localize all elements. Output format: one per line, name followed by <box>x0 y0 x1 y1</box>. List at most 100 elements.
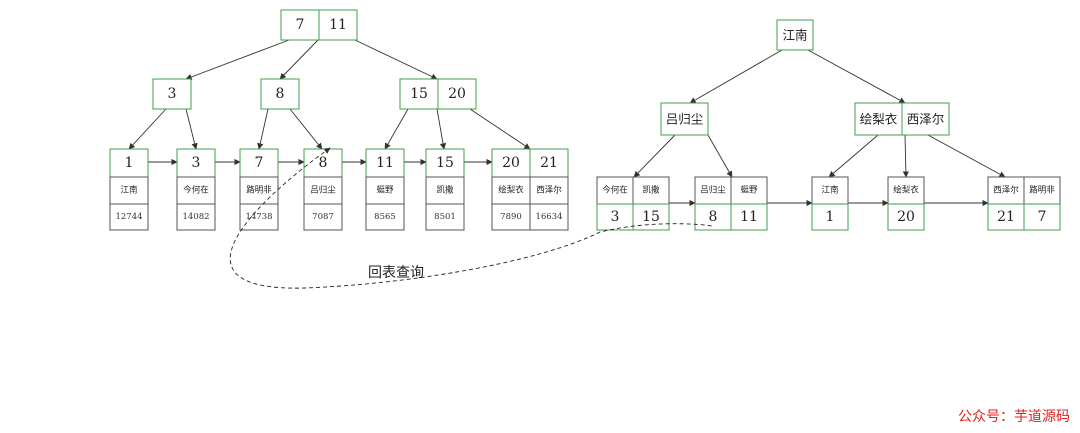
tree-nodes: 7 11 3 8 15 20 1 江南 12744 3 今何在 14082 7 路明非 14738 8 吕归尘 7… <box>109 9 1061 231</box>
secondary-leaf-name-cell <box>632 176 670 205</box>
clustered-leaf-value-cell <box>303 203 343 231</box>
secondary-root-key: 江南 <box>782 28 807 43</box>
clustered-leaf-value-cell <box>365 203 405 231</box>
secondary-internal-key: 西泽尔 <box>907 112 945 127</box>
clustered-leaf-name: 西泽尔 <box>536 185 562 196</box>
clustered-leaf-name: 路明非 <box>246 185 272 196</box>
clustered-internal-key: 3 <box>168 86 177 102</box>
clustered-leaf-name-cell <box>365 176 405 205</box>
edge <box>927 134 1006 178</box>
secondary-leaf-name: 今何在 <box>602 185 628 196</box>
secondary-leaf-name: 吕归尘 <box>700 185 726 196</box>
secondary-leaf-id-cell <box>730 203 768 231</box>
secondary-leaf-id-cell <box>887 203 925 231</box>
clustered-internal-cell <box>399 78 439 110</box>
clustered-leaf-name-cell <box>491 176 531 205</box>
edge <box>257 108 269 150</box>
clustered-internal-key: 15 <box>410 86 428 102</box>
edge <box>384 108 409 150</box>
clustered-internal-key: 20 <box>448 86 466 102</box>
lookup-label: 回表查询 <box>368 265 424 281</box>
edge <box>469 108 531 150</box>
secondary-leaf-id: 11 <box>740 209 758 225</box>
secondary-leaf-name: 凯撒 <box>642 185 660 196</box>
lookup-dashed-curve <box>229 147 713 289</box>
edge <box>185 108 198 150</box>
secondary-leaf-id: 7 <box>1038 209 1047 225</box>
secondary-leaf-id: 15 <box>642 209 660 225</box>
clustered-leaf-value: 8501 <box>434 212 456 222</box>
edge <box>807 49 906 104</box>
clustered-leaf-key: 15 <box>436 155 454 171</box>
secondary-leaf-name: 蜓野 <box>740 185 758 196</box>
secondary-leaf-name-cell <box>887 176 925 205</box>
clustered-leaf-value-cell <box>529 203 569 231</box>
clustered-leaf-value: 16634 <box>535 212 562 222</box>
secondary-leaf-id: 1 <box>826 209 835 225</box>
clustered-leaf-key: 1 <box>125 155 134 171</box>
clustered-internal-cell <box>437 78 477 110</box>
clustered-leaf-name: 凯撒 <box>436 185 454 196</box>
clustered-leaf-key-cell <box>529 148 569 178</box>
clustered-root-cell <box>318 9 358 41</box>
clustered-leaf-key: 3 <box>192 155 201 171</box>
edge <box>279 39 319 80</box>
clustered-leaf-name: 今何在 <box>183 185 209 196</box>
secondary-internal-key: 吕归尘 <box>666 112 704 127</box>
edge <box>633 134 676 178</box>
clustered-internal-cell <box>152 78 192 110</box>
clustered-leaf-value: 8565 <box>374 212 396 222</box>
edge <box>707 134 733 178</box>
secondary-internal-cell <box>660 102 709 136</box>
clustered-leaf-key: 11 <box>376 155 394 171</box>
clustered-leaf-key-cell <box>365 148 405 178</box>
clustered-leaf-value-cell <box>176 203 216 231</box>
clustered-leaf-key: 20 <box>502 155 520 171</box>
secondary-leaf-id: 8 <box>709 209 718 225</box>
clustered-leaf-key-cell <box>239 148 279 178</box>
clustered-leaf-name: 绘梨衣 <box>498 185 524 196</box>
secondary-internal-key: 绘梨衣 <box>860 112 898 127</box>
clustered-leaf-value: 14738 <box>245 212 272 222</box>
clustered-leaf-name-cell <box>109 176 149 205</box>
tree-edges <box>128 39 1006 207</box>
secondary-leaf-name: 江南 <box>821 185 838 196</box>
edge <box>828 134 879 178</box>
clustered-leaf-name: 江南 <box>120 185 137 196</box>
secondary-leaf-name: 路明非 <box>1029 185 1055 196</box>
secondary-leaf-name-cell <box>987 176 1025 205</box>
secondary-leaf-id: 3 <box>611 209 620 225</box>
watermark: 公众号：芋道源码 <box>958 409 1070 425</box>
clustered-leaf-value-cell <box>109 203 149 231</box>
clustered-leaf-value: 14082 <box>182 212 209 222</box>
secondary-leaf-name: 西泽尔 <box>993 185 1019 196</box>
secondary-leaf-id-cell <box>811 203 849 231</box>
clustered-root-key: 7 <box>296 17 305 33</box>
clustered-leaf-key-cell <box>425 148 465 178</box>
clustered-leaf-key: 21 <box>540 155 558 171</box>
clustered-leaf-key: 8 <box>319 155 328 171</box>
secondary-leaf-id-cell <box>1023 203 1061 231</box>
clustered-leaf-value: 12744 <box>115 212 142 222</box>
edge <box>689 49 783 104</box>
secondary-internal-cell <box>901 102 950 136</box>
edge <box>289 108 323 150</box>
secondary-leaf-id: 21 <box>997 209 1015 225</box>
secondary-root-cell <box>776 19 814 51</box>
clustered-leaf-name: 蜓野 <box>376 185 394 196</box>
clustered-leaf-name-cell <box>425 176 465 205</box>
clustered-leaf-key-cell <box>109 148 149 178</box>
secondary-leaf-id: 20 <box>897 209 915 225</box>
edge <box>185 39 290 80</box>
clustered-leaf-name: 吕归尘 <box>310 185 336 196</box>
secondary-leaf-name: 绘梨衣 <box>893 185 919 196</box>
clustered-leaf-value: 7890 <box>500 212 522 222</box>
edge <box>354 39 438 80</box>
clustered-leaf-key: 7 <box>255 155 264 171</box>
edge <box>436 108 447 150</box>
clustered-internal-cell <box>260 78 300 110</box>
clustered-leaf-value: 7087 <box>312 212 334 222</box>
edge <box>128 108 167 150</box>
secondary-leaf-name-cell <box>1023 176 1061 205</box>
